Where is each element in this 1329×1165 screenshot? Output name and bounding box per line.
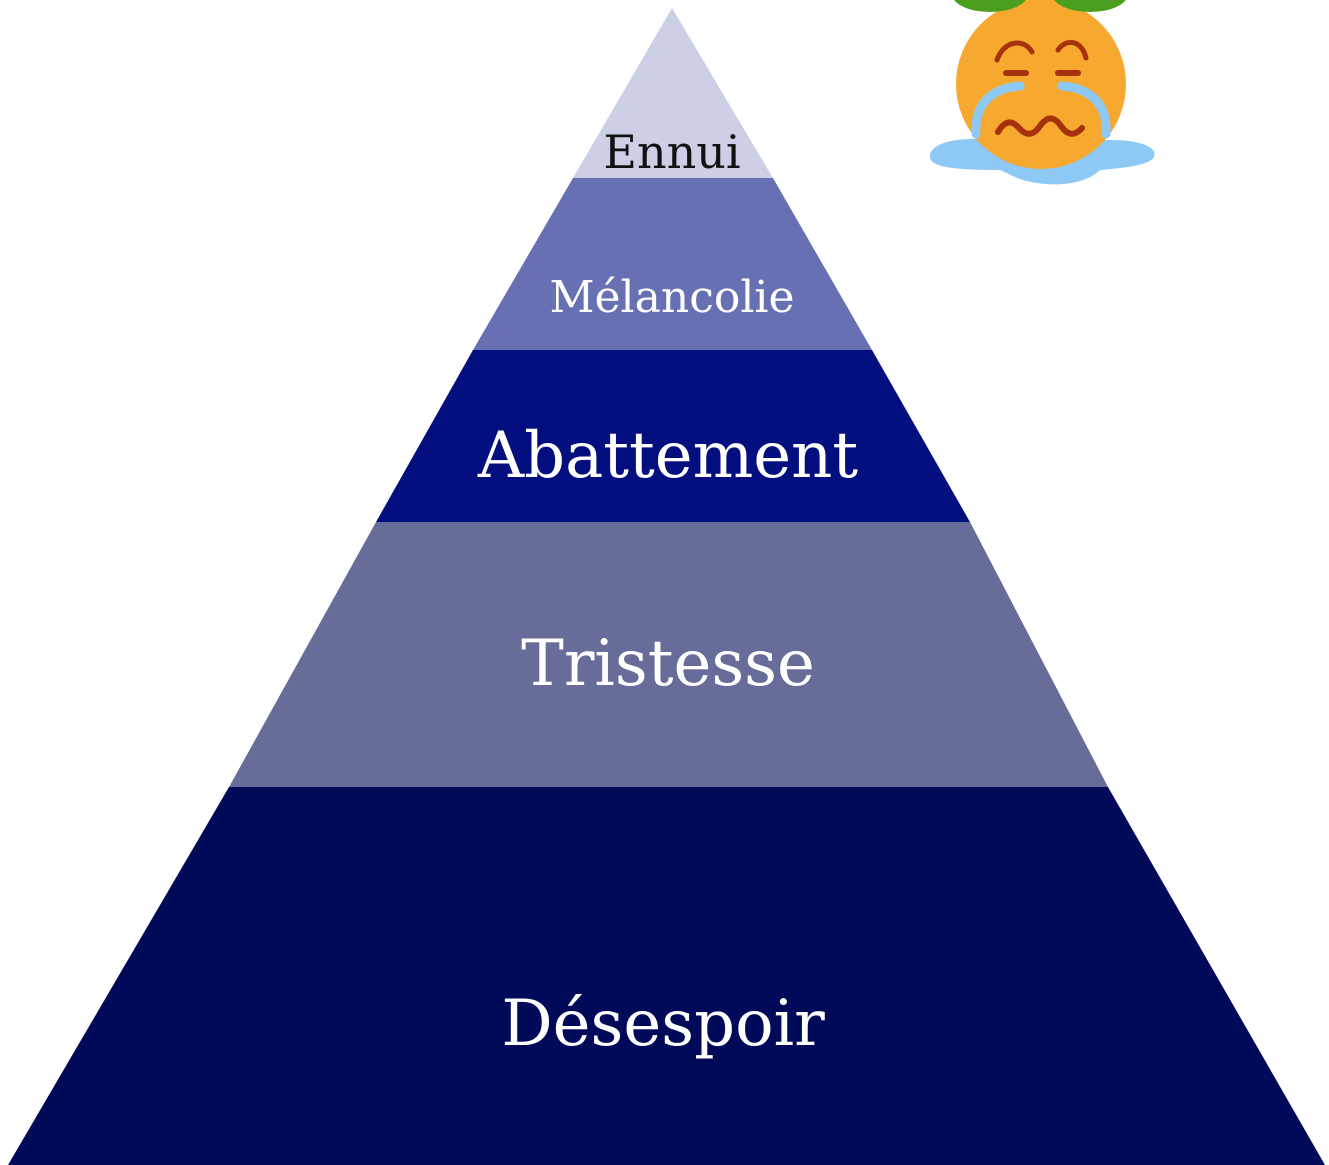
orange-face [956,0,1126,169]
pyramid-label-desespoir: Désespoir [501,987,825,1061]
tear-stream-left [971,81,1025,139]
pyramid-label-melancolie: Mélancolie [549,272,794,323]
pyramid-level-melancolie: Mélancolie [473,178,872,350]
pyramid-layer-ennui [573,8,773,178]
eyebrow-left [994,40,1035,63]
crying-orange-face-icon [929,0,1155,185]
tear-stream-right [1057,81,1111,139]
pyramid-layer-abattement [376,350,970,522]
pyramid-layer-desespoir [8,787,1325,1165]
leaf-left [954,0,1026,12]
pyramid-level-abattement: Abattement [376,350,970,522]
leaf-right [1054,0,1126,12]
pyramid-layer-melancolie [473,178,872,350]
pyramid-level-ennui: Ennui [573,8,773,179]
pyramid-label-tristesse: Tristesse [521,627,815,701]
eyebrow-right [1055,40,1089,61]
pyramid-label-abattement: Abattement [477,419,858,493]
pyramid-layer-tristesse [229,522,1108,787]
pyramid-level-desespoir: Désespoir [8,787,1325,1165]
pyramid-label-ennui: Ennui [603,125,740,179]
wavy-mouth [995,115,1085,137]
pyramid-level-tristesse: Tristesse [229,522,1108,787]
